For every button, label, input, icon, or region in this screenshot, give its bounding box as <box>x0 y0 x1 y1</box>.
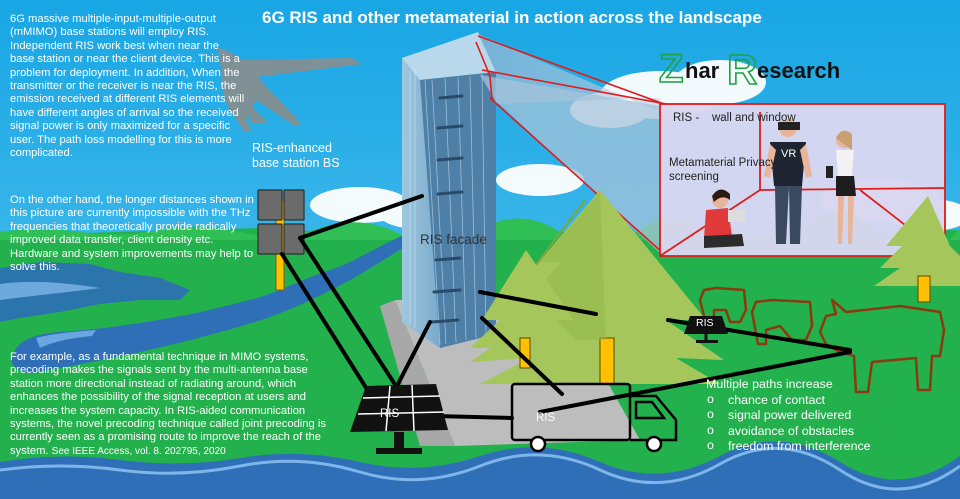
zharresearch-logo: Z har R esearch <box>659 45 840 92</box>
people <box>704 119 856 248</box>
ris-small-label: RIS <box>696 317 714 329</box>
vr-label: VR <box>781 148 797 160</box>
ris-facade-label: RIS facade <box>420 232 487 247</box>
svg-text:R: R <box>727 46 757 92</box>
ris-ground-label: RIS <box>380 408 400 420</box>
paragraph-thz: On the other hand, the longer distances … <box>10 194 254 274</box>
svg-text:esearch: esearch <box>757 58 840 83</box>
paths-heading: Multiple paths increase <box>706 377 833 391</box>
van <box>510 382 678 453</box>
metamaterial-label: Metamaterial Privacy screening <box>669 157 777 183</box>
ris-small-panel <box>684 316 728 343</box>
list-item: freedom from interference <box>706 438 871 455</box>
page-title: 6G RIS and other metamaterial in action … <box>262 8 762 27</box>
ris-van-label: RIS <box>536 412 556 424</box>
list-item: signal power delivered <box>706 407 871 424</box>
ris-beam <box>475 34 667 255</box>
river <box>11 232 421 373</box>
paragraph-precoding: For example, as a fundamental technique … <box>10 351 340 458</box>
list-item: avoidance of obstacles <box>706 423 871 440</box>
tower-facade <box>402 32 496 348</box>
base-station <box>257 189 305 291</box>
svg-text:har: har <box>685 58 720 83</box>
multiple-paths-list: Multiple paths increase chance of contac… <box>706 377 871 455</box>
svg-text:Z: Z <box>659 47 683 91</box>
water-bottom <box>0 441 960 499</box>
citation: See IEEE Access, vol. 8. 202795, 2020 <box>51 445 226 457</box>
list-item: chance of contact <box>706 392 871 409</box>
airplane <box>218 48 362 132</box>
precoding-text: For example, as a fundamental technique … <box>10 351 326 457</box>
ris-ground-panel <box>350 384 448 454</box>
paragraph-mmimo: 6G massive multiple-input-multiple-outpu… <box>10 13 245 160</box>
base-station-label: RIS-enhanced base station BS <box>252 141 340 170</box>
ris-wall-label: RIS - wall and window <box>673 112 796 124</box>
